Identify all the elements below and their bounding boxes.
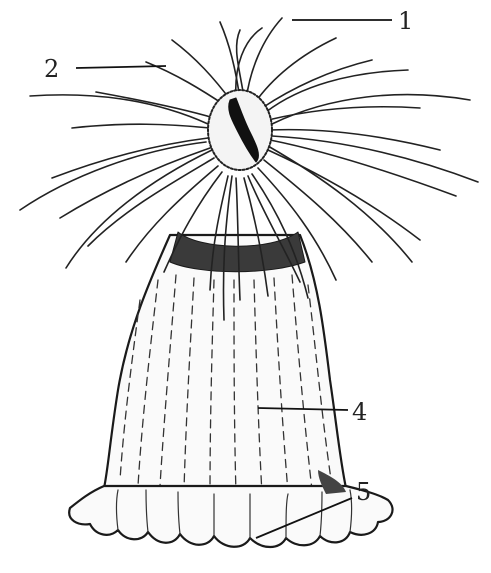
label-2: 2	[44, 55, 59, 83]
leader-line-2	[76, 66, 166, 68]
label-1: 1	[398, 7, 413, 35]
label-5: 5	[356, 478, 371, 506]
anemone-illustration	[20, 18, 478, 547]
label-4: 4	[352, 398, 367, 426]
